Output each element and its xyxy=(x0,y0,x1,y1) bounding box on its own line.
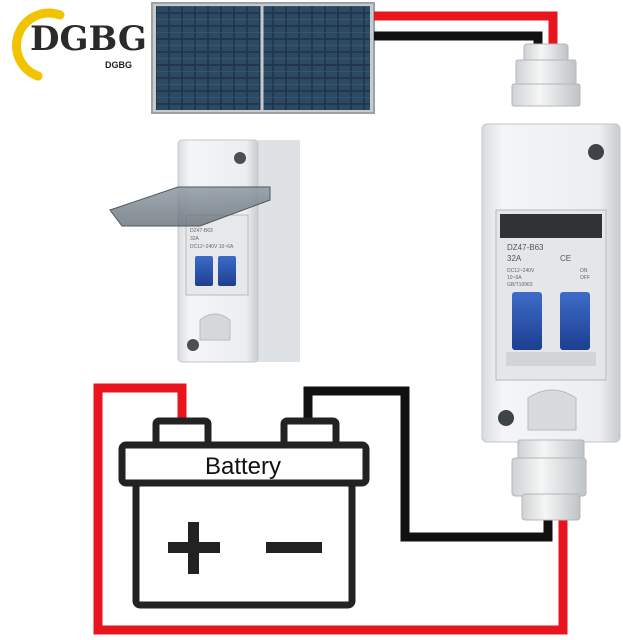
wire-panel-negative xyxy=(374,31,543,46)
negative-wires xyxy=(303,31,553,542)
small-breaker-cover[interactable] xyxy=(109,186,271,227)
large-breaker-switch-2[interactable] xyxy=(560,292,590,350)
brand-logo: DGBG DGBG xyxy=(12,8,147,81)
battery-symbols xyxy=(168,522,322,574)
cable-gland-top xyxy=(511,43,581,107)
small-breaker-rating: 32A xyxy=(190,236,200,242)
positive-wires xyxy=(93,11,568,635)
large-breaker-spec-2: 10~6A xyxy=(507,275,522,281)
battery-body xyxy=(132,479,356,609)
large-breaker-spec-3: GB/T10963 xyxy=(507,282,533,288)
cable-gland-bottom xyxy=(511,439,587,521)
small-breaker-switch-1[interactable] xyxy=(195,256,213,286)
battery-plus-symbol-v xyxy=(188,522,199,574)
large-breaker-off-label: OFF xyxy=(580,275,590,281)
breaker-box-large: DZ47-B63 32A CE DC12~240V 10~6A GB/T1096… xyxy=(481,43,621,521)
battery-positive-terminal xyxy=(152,417,212,449)
solar-panel-icon xyxy=(151,2,375,114)
battery-minus-symbol xyxy=(266,542,322,553)
wire-panel-positive xyxy=(374,11,558,46)
large-breaker-marks: CE xyxy=(560,254,571,263)
battery-negative-terminal xyxy=(280,417,340,449)
logo-text: DGBG xyxy=(30,19,147,59)
small-breaker-spec: DC12~240V 10~6A xyxy=(190,244,234,250)
large-breaker-rating: 32A xyxy=(507,254,522,263)
logo-subtext: DGBG xyxy=(105,60,132,70)
battery-icon xyxy=(118,417,370,609)
large-breaker-spec-1: DC12~240V xyxy=(507,268,535,274)
wire-battery-negative xyxy=(303,386,553,542)
large-breaker-switch-1[interactable] xyxy=(512,292,542,350)
battery-label: Battery xyxy=(205,453,281,480)
breaker-box-small: DZ47-B63 32A DC12~240V 10~6A xyxy=(109,139,300,363)
logo-ring-icon xyxy=(12,8,65,81)
small-breaker-switch-2[interactable] xyxy=(218,256,236,286)
large-breaker-on-label: ON xyxy=(580,268,588,274)
small-breaker-model: DZ47-B63 xyxy=(190,228,213,234)
wire-battery-positive xyxy=(93,383,568,635)
large-breaker-model: DZ47-B63 xyxy=(507,243,544,252)
